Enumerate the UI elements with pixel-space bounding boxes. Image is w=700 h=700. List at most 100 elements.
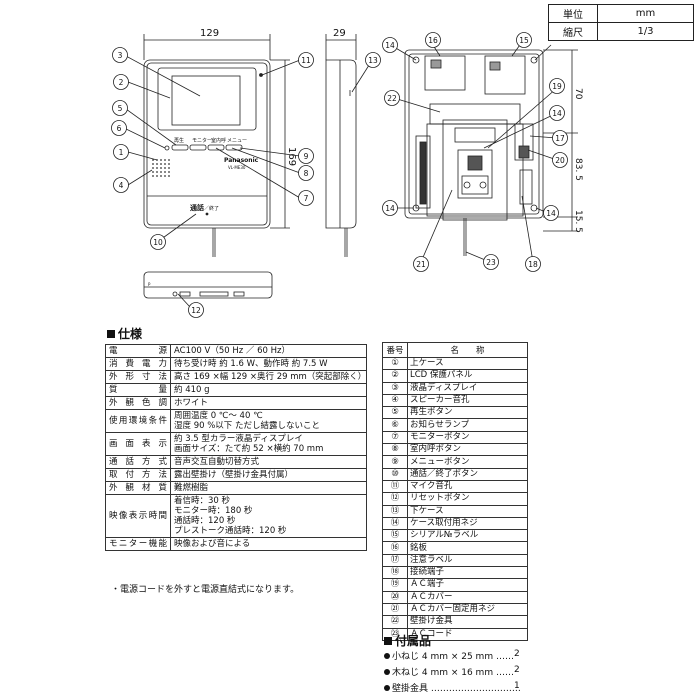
part-name: LCD 保護パネル bbox=[407, 369, 528, 383]
part-number: ⑬ bbox=[382, 504, 408, 518]
spec-key: 通話方式 bbox=[105, 455, 171, 469]
callout-circle bbox=[150, 234, 166, 250]
callout-number: 4 bbox=[119, 181, 124, 190]
accessory-qty: 1 bbox=[514, 681, 520, 691]
spec-title: 仕様 bbox=[118, 327, 143, 341]
spec-key: 外形寸法 bbox=[105, 370, 171, 384]
part-number: ④ bbox=[382, 393, 408, 408]
callout-circle bbox=[552, 130, 568, 146]
part-number: ⑪ bbox=[382, 479, 408, 494]
spec-row: 外観色調ホワイト bbox=[105, 396, 367, 410]
spec-row: 質量約 410 g bbox=[105, 383, 367, 397]
callout-circle bbox=[365, 52, 381, 68]
part-number: ② bbox=[382, 369, 408, 383]
brand-logo: Panasonic bbox=[224, 157, 259, 164]
bottom-view: P bbox=[143, 271, 273, 299]
callout-number: 20 bbox=[555, 156, 565, 165]
talk-label: 通話／終了 bbox=[190, 203, 219, 212]
spec-key: 消費電力 bbox=[105, 357, 171, 371]
callout-number: 23 bbox=[486, 258, 496, 267]
parts-header-name: 名 称 bbox=[407, 342, 528, 358]
callout-number: 16 bbox=[428, 36, 438, 45]
spec-key: 外観色調 bbox=[105, 396, 171, 410]
callout-number: 21 bbox=[416, 260, 426, 269]
part-name: 注意ラベル bbox=[407, 553, 528, 568]
callout-circle bbox=[188, 302, 204, 318]
heading-square-icon bbox=[384, 637, 392, 645]
callout-number: 18 bbox=[528, 260, 538, 269]
part-name: マイク音孔 bbox=[407, 479, 528, 494]
part-name: ＡＣコード bbox=[407, 627, 528, 641]
spec-key: 取付方法 bbox=[105, 468, 171, 482]
part-name: シリアル№ラベル bbox=[407, 529, 528, 543]
heading-square-icon bbox=[107, 330, 115, 338]
accessory-name: 木ねじ 4 mm × 16 mm bbox=[392, 668, 494, 678]
part-name: お知らせランプ bbox=[407, 418, 528, 432]
part-number: ⑯ bbox=[382, 541, 408, 555]
spec-heading: 仕様 bbox=[107, 325, 142, 342]
spec-value: 待ち受け時 約 1.6 W、動作時 約 7.5 W bbox=[170, 357, 367, 371]
accessory-item: 木ねじ 4 mm × 16 mm ……2 bbox=[384, 665, 520, 678]
spec-row: 画面表示約 3.5 型カラー液晶ディスプレイ 画面サイズ：たて約 52 ×横約 … bbox=[105, 432, 367, 456]
back-view: 70 83. 5 15. 5 bbox=[404, 49, 583, 256]
callout-circle bbox=[112, 100, 128, 116]
accessory-item: 壁掛金具 …………………………1 bbox=[384, 681, 521, 694]
dim-depth: 29 bbox=[333, 28, 346, 39]
front-view: 129 再生 モニター 室内呼 メニュー Panasonic VL-ME30 通… bbox=[143, 28, 297, 257]
spec-key: モニター機能 bbox=[105, 537, 171, 551]
callout-circle bbox=[525, 256, 541, 272]
callout-number: 14 bbox=[385, 204, 395, 213]
part-number: ⑧ bbox=[382, 443, 408, 457]
part-number: ⑭ bbox=[382, 516, 408, 531]
spec-row: 通話方式音声交互自動切替方式 bbox=[105, 455, 367, 469]
part-name: 上ケース bbox=[407, 356, 528, 371]
spec-key: 外観材質 bbox=[105, 481, 171, 495]
part-number: ⑩ bbox=[382, 467, 408, 481]
callout-circle bbox=[549, 105, 565, 121]
part-number: ㉒ bbox=[382, 615, 408, 629]
part-name: 銘板 bbox=[407, 541, 528, 555]
spec-row: 取付方法露出壁掛け（壁掛け金具付属） bbox=[105, 468, 367, 482]
callout-circle bbox=[113, 74, 129, 90]
callout-number: 5 bbox=[118, 104, 123, 113]
callout-circle bbox=[483, 254, 499, 270]
spec-value: AC100 V（50 Hz ／ 60 Hz） bbox=[170, 344, 367, 358]
bullet-icon bbox=[384, 685, 390, 691]
accessory-dots: ………………………… bbox=[430, 684, 521, 694]
part-number: ⑱ bbox=[382, 566, 408, 580]
callout-number: 22 bbox=[387, 94, 397, 103]
spec-row: モニター機能映像および音による bbox=[105, 537, 367, 551]
callout-circle bbox=[113, 177, 129, 193]
spec-row: 外観材質難燃樹脂 bbox=[105, 481, 367, 495]
btn-label-1: 再生 bbox=[174, 137, 184, 144]
callout-circle bbox=[549, 78, 565, 94]
spec-value: 約 3.5 型カラー液晶ディスプレイ 画面サイズ：たて約 52 ×横約 70 m… bbox=[170, 432, 367, 456]
spec-value: 露出壁掛け（壁掛け金具付属） bbox=[170, 468, 367, 482]
accessory-name: 小ねじ 4 mm × 25 mm bbox=[392, 652, 494, 662]
accessories-title: 付属品 bbox=[395, 634, 432, 648]
spec-key: 質量 bbox=[105, 383, 171, 397]
callout-circle bbox=[111, 120, 127, 136]
callout-circle bbox=[382, 37, 398, 53]
part-number: ⑤ bbox=[382, 406, 408, 420]
spec-value: 周囲温度 0 ℃～ 40 ℃ 湿度 90 %以下 ただし結露しないこと bbox=[170, 409, 367, 433]
part-number: ⑰ bbox=[382, 553, 408, 568]
spec-note: ・電源コードを外すと電源直結式になります。 bbox=[111, 585, 300, 595]
accessory-qty: 2 bbox=[514, 665, 520, 675]
callout-number: 6 bbox=[117, 124, 122, 133]
